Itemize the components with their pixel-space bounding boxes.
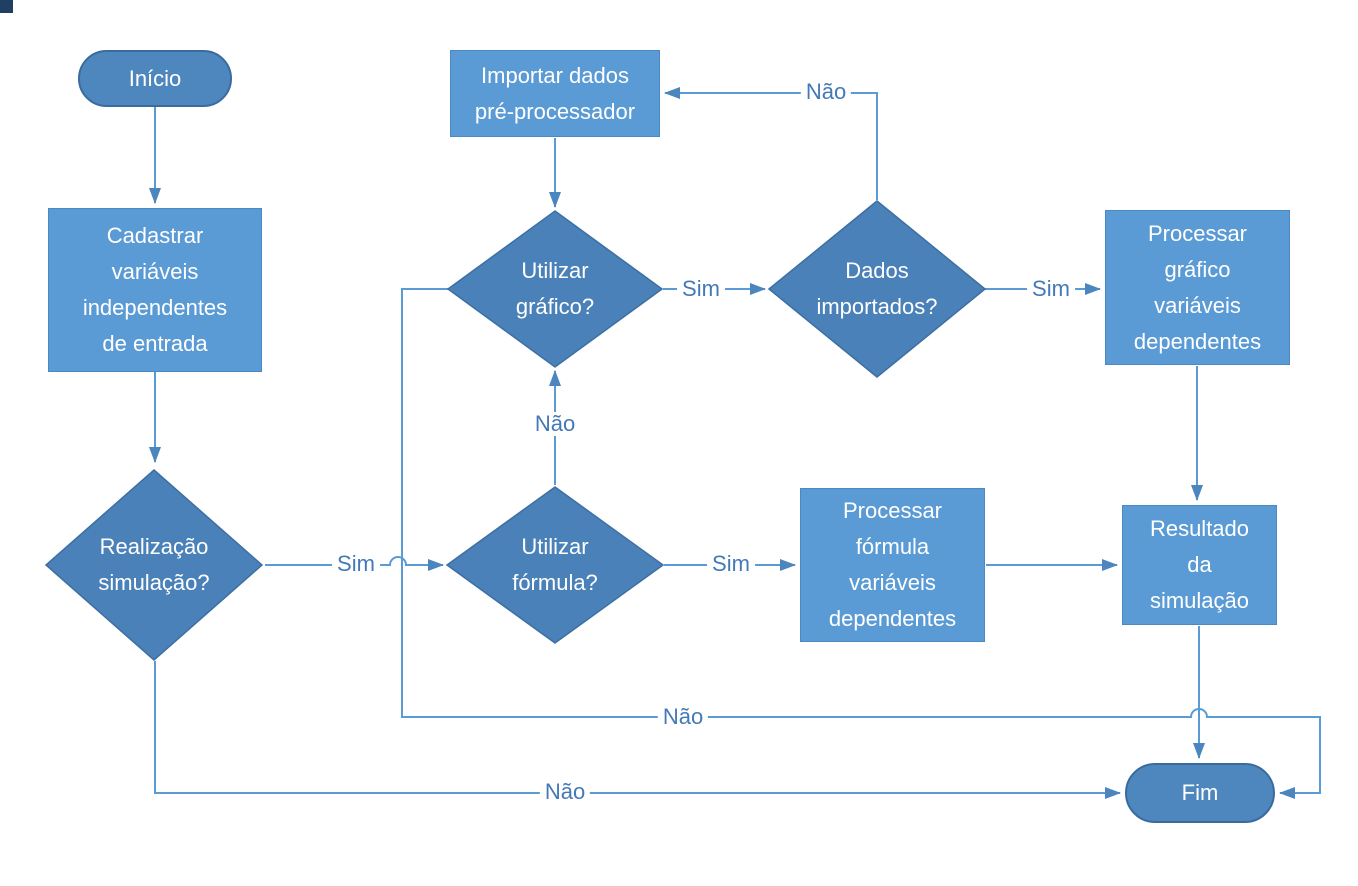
edge-label-sim-realizacao: Sim	[332, 552, 380, 576]
edge-label-nao-dados: Não	[800, 80, 852, 104]
node-utilizar-formula-shape	[445, 486, 665, 644]
node-importar-label: Importar dados pré-processador	[474, 62, 636, 124]
node-processar-grafico: Processar gráfico variáveis dependentes	[1105, 210, 1290, 365]
edge-label-nao-formula: Não	[529, 412, 581, 436]
edge-label-nao-grafico: Não	[657, 705, 709, 729]
edge-realizacao-fim-nao	[154, 661, 1121, 799]
node-fim-label: Fim	[1181, 780, 1219, 805]
edge-label-sim-grafico: Sim	[677, 277, 725, 301]
corner-artifact	[0, 0, 13, 13]
edge-label-nao-realizacao: Não	[539, 780, 591, 804]
node-processar-formula: Processar fórmula variáveis dependentes	[800, 488, 985, 642]
node-realizacao-shape	[44, 469, 264, 661]
node-dados-importados-shape	[767, 200, 987, 378]
edge-label-sim-dados: Sim	[1027, 277, 1075, 301]
edge-label-sim-formula: Sim	[707, 552, 755, 576]
node-inicio: Início	[78, 50, 232, 107]
node-inicio-label: Início	[128, 65, 182, 91]
node-processar-formula-label: Processar fórmula variáveis dependentes	[828, 498, 957, 631]
node-resultado-label: Resultado da simulação	[1149, 516, 1250, 613]
node-importar: Importar dados pré-processador	[450, 50, 660, 137]
node-resultado: Resultado da simulação	[1122, 505, 1277, 625]
node-cadastrar-label: Cadastrar variáveis independentes de ent…	[82, 223, 228, 356]
edge-dadosimportados-importar-nao	[664, 87, 878, 200]
edge-realizacao-utilizarformula-sim	[265, 556, 444, 571]
node-fim: Fim	[1125, 763, 1275, 823]
node-utilizar-grafico-shape	[446, 210, 664, 368]
node-processar-grafico-label: Processar gráfico variáveis dependentes	[1133, 220, 1262, 354]
node-cadastrar: Cadastrar variáveis independentes de ent…	[48, 208, 262, 372]
